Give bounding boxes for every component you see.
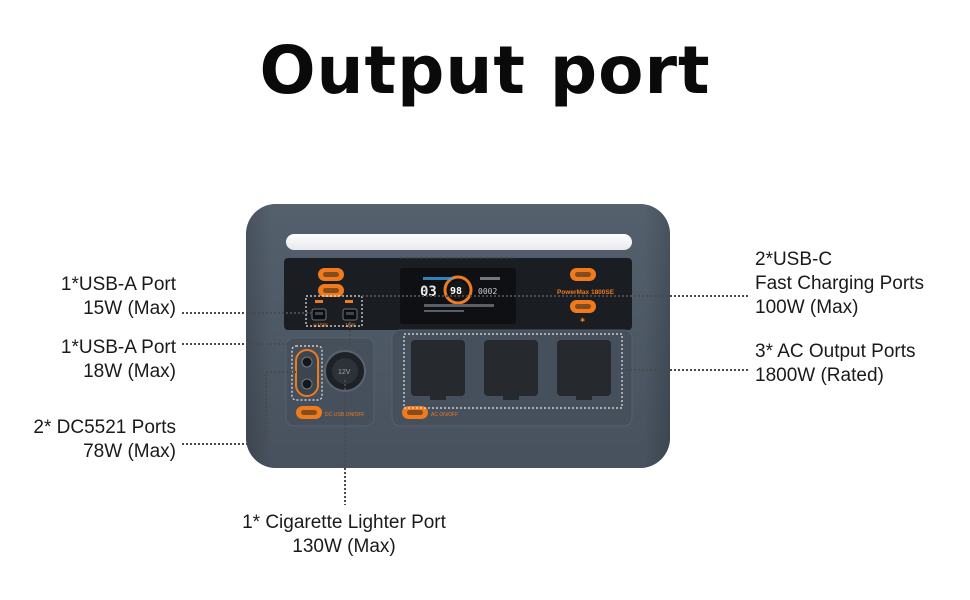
ac-highlight [403,333,623,409]
light-bar [286,234,632,250]
ac-onoff-button[interactable] [402,406,428,419]
callout-dc5521: 2* DC5521 Ports 78W (Max) [33,417,176,462]
callout-usb-a-15w: 1*USB-A Port 15W (Max) [60,274,176,319]
usb-c-power-button[interactable] [570,268,596,281]
usb-a-port-15w[interactable] [311,308,327,321]
callout-usb-a-18w: 1*USB-A Port 18W (Max) [60,337,176,382]
callout-ac-outputs: 3* AC Output Ports 1800W (Rated) [755,341,916,386]
ac-outlet-2[interactable] [484,340,538,400]
brand-label: PowerMax 1800SE [557,289,615,296]
usb-a-left-label: ⊙15W [313,323,328,329]
svg-text:✱: ✱ [580,317,585,324]
callout-cigarette-lighter: 1* Cigarette Lighter Port 130W (Max) [242,512,446,557]
dc5521-ports[interactable] [295,349,319,397]
usb-a-highlight [305,295,363,327]
cig-port-label: 12V [338,369,351,376]
ac-button-label: AC ON/OFF [431,412,458,418]
cigarette-lighter-port[interactable]: 12V [324,350,366,392]
lcd-percent: 98 [450,286,462,297]
lcd-mode-digits: 03 [420,284,437,300]
callout-usb-c: 2*USB-C Fast Charging Ports 100W (Max) [755,249,924,318]
dc-usb-onoff-button[interactable] [296,406,322,419]
usb-power-button[interactable] [318,268,344,281]
usb-a-port-18w[interactable] [342,308,358,321]
ac-outlet-1[interactable] [411,340,465,400]
dc-button-label: DC·USB ON/OFF [325,412,364,418]
ac-outlet-3[interactable] [557,340,611,400]
page-title: Output port [259,32,711,109]
usb-light-button[interactable] [318,284,344,297]
lcd-watts: 0002 [478,287,497,296]
usb-c-mode-button[interactable] [570,300,596,313]
leader-dc5521 [182,371,296,445]
